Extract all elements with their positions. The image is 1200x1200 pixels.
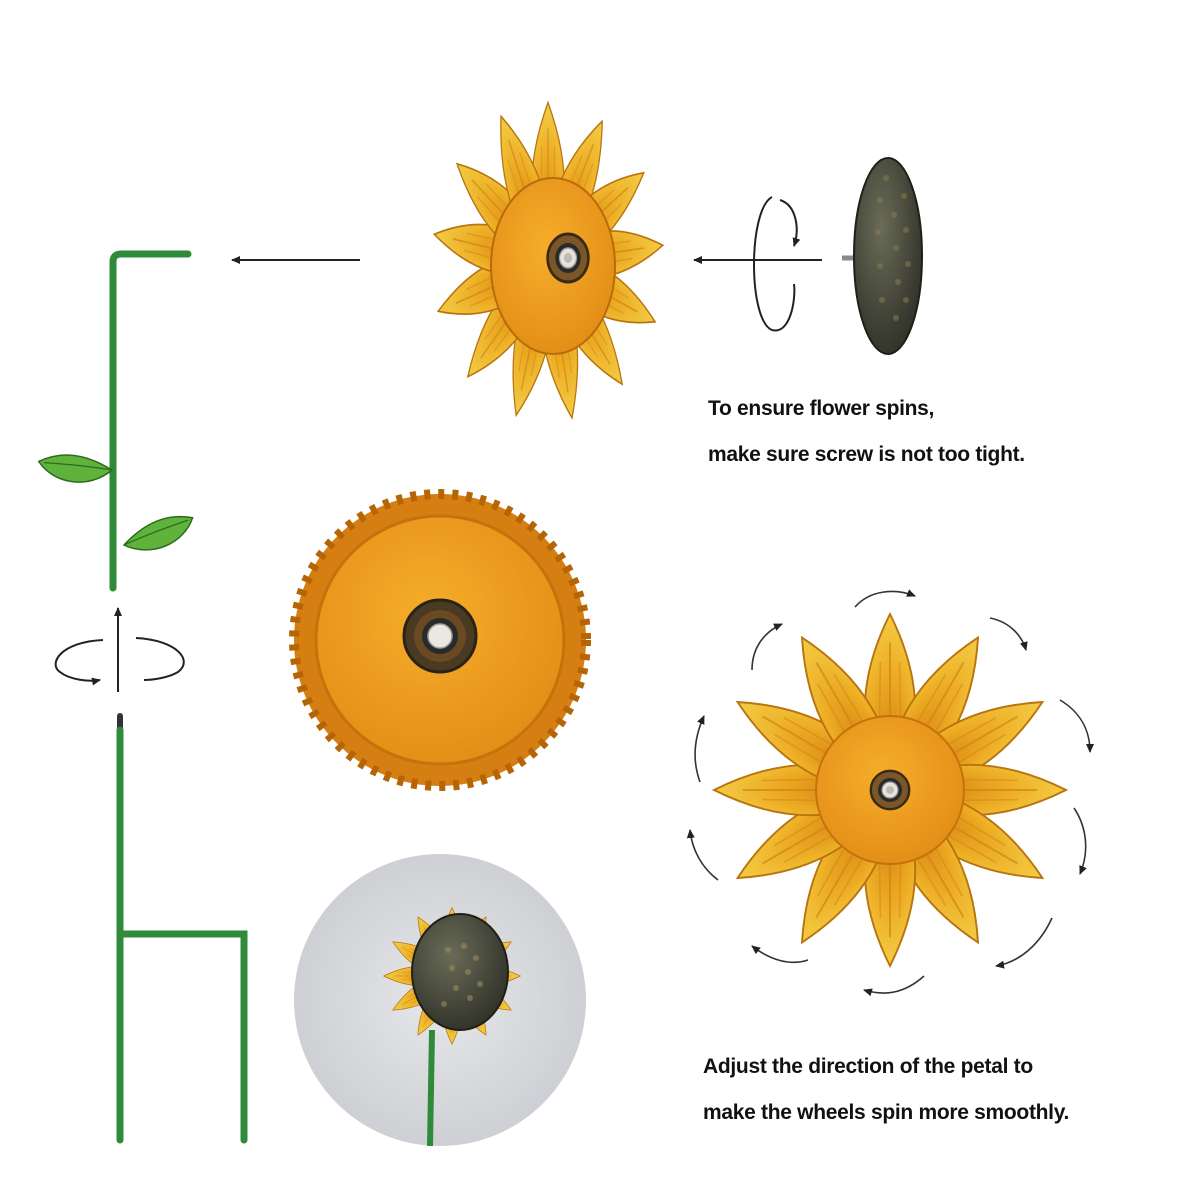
rotate-arrow-icon bbox=[753, 196, 801, 332]
screw-caption-line2: make sure screw is not too tight. bbox=[708, 443, 1025, 466]
petal-caption-line2: make the wheels spin more smoothly. bbox=[703, 1101, 1070, 1124]
flower-front-icon bbox=[713, 613, 1067, 967]
spin-arrows bbox=[686, 589, 1094, 997]
petal-caption-line1: Adjust the direction of the petal to bbox=[703, 1055, 1033, 1078]
bearing-icon bbox=[402, 598, 478, 674]
leaf-icon bbox=[123, 494, 196, 571]
leaf-icon bbox=[36, 431, 113, 502]
stake-upper-icon bbox=[36, 250, 196, 592]
assembled-flower-photo bbox=[294, 854, 586, 1147]
screw-caption-line1: To ensure flower spins, bbox=[708, 397, 935, 420]
bearing-icon bbox=[546, 232, 590, 284]
stake-lower-icon bbox=[116, 713, 248, 1144]
rotate-arrow-icon bbox=[54, 637, 185, 686]
flower-back-disc bbox=[289, 489, 591, 791]
center-cap-icon bbox=[842, 157, 923, 355]
